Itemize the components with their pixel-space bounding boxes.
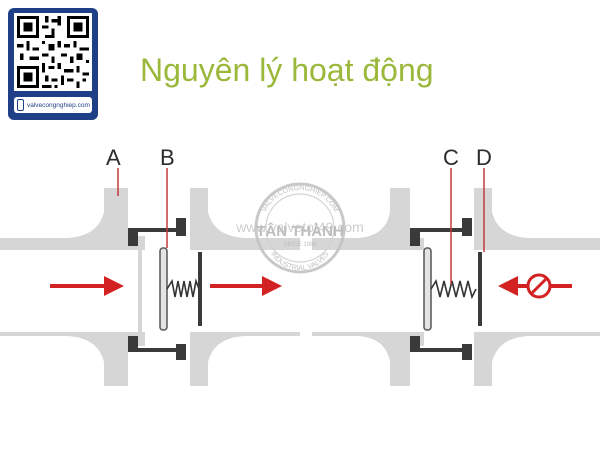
watermark-brand: TÂN THÀNH: [256, 222, 344, 240]
right-pipe-bottom-left: [312, 332, 424, 386]
spring-c: [430, 278, 477, 300]
closed-valve: C D: [312, 145, 600, 386]
info-badge: valvecongnghiep.com: [8, 8, 98, 120]
label-d: D: [476, 145, 492, 170]
website-row[interactable]: valvecongnghiep.com: [14, 97, 92, 113]
smartphone-icon: [17, 99, 24, 111]
right-pipe-top-left: [312, 188, 424, 250]
watermark-url: www.valvetot49.com: [235, 219, 364, 235]
website-link[interactable]: valvecongnghiep.com: [27, 101, 90, 109]
left-pipe-bottom-right: [190, 332, 300, 386]
qr-code-icon[interactable]: [14, 13, 92, 91]
watermark-since: SINCE 1990: [283, 242, 317, 248]
valve-body-top: [128, 218, 186, 246]
disc-b: [159, 247, 168, 331]
label-b: B: [160, 145, 175, 170]
spring-b: [166, 278, 200, 298]
valve-body-bottom: [128, 336, 186, 360]
seat-d: [478, 252, 482, 326]
page-title: Nguyên lý hoạt động: [140, 52, 434, 88]
right-pipe-bottom-right: [474, 332, 600, 386]
left-pipe-top-left: [0, 188, 145, 250]
valve-body-bottom-2: [410, 336, 472, 360]
disc-c: [423, 247, 432, 331]
label-a: A: [106, 145, 121, 170]
left-pipe-bottom-left: [0, 332, 145, 386]
open-valve: A B: [0, 145, 300, 386]
watermark-ring-text: VALVECONGNGHIEP.COM: [261, 185, 339, 213]
label-c: C: [443, 145, 459, 170]
watermark-logo: VALVECONGNGHIEP.COM TÂN THÀNH SINCE 1990…: [235, 182, 364, 274]
left-pipe-top-right: [190, 188, 300, 250]
right-pipe-top-right: [474, 188, 600, 250]
prohibited-icon: [526, 273, 552, 299]
valve-body-top-2: [410, 218, 472, 246]
